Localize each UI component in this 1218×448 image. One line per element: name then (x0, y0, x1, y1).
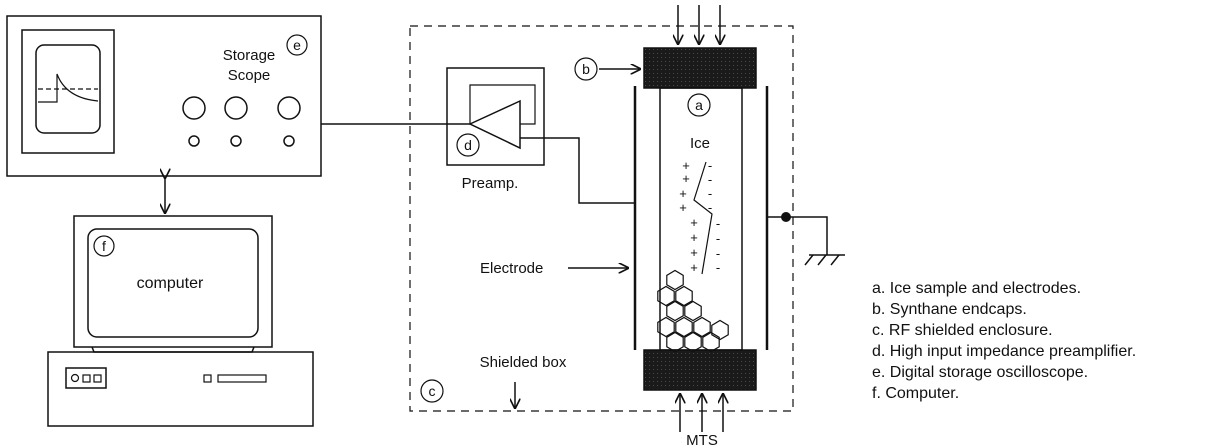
electrode-label: Electrode (480, 260, 543, 277)
scope-knob-1 (182, 96, 206, 120)
ice-grain-10 (684, 331, 702, 353)
ice-sample (659, 87, 743, 351)
computer-led (203, 374, 212, 383)
marker-d: d (464, 137, 472, 153)
scope-knob-2 (224, 96, 248, 120)
storage-scope-label-2: Scope (228, 67, 271, 84)
marker-e: e (293, 37, 301, 53)
feedback-loop (469, 84, 536, 125)
disk-drive-slot (217, 374, 267, 383)
legend-item-f: f. Computer. (872, 385, 960, 402)
charge-plus-5: + (690, 215, 698, 230)
ground-wire (767, 216, 828, 255)
legend-item-c: c. RF shielded enclosure. (872, 322, 1053, 339)
shielded-enclosure (409, 25, 794, 412)
ice-grain-7 (675, 316, 693, 338)
ground-hatch-3 (830, 254, 840, 266)
computer-button-panel (65, 367, 107, 389)
scope-jack-3 (283, 135, 295, 147)
marker-b: b (582, 61, 590, 77)
shielded-box-label: Shielded box (480, 354, 567, 371)
ice-grains (657, 269, 729, 353)
ice-grain-8 (693, 316, 711, 338)
charge-minus-1: - (708, 158, 712, 173)
preamp-box (446, 67, 545, 166)
charge-minus-5: - (716, 216, 720, 231)
computer-label: computer (137, 275, 204, 292)
charge-plus-7: + (690, 245, 698, 260)
endcap-top (643, 47, 757, 89)
computer: f computer (47, 215, 314, 427)
legend-item-d: d. High input impedance preamplifier. (872, 343, 1137, 360)
ice-grain-6 (657, 316, 675, 338)
charge-minus-8: - (716, 260, 720, 275)
scope-trace (38, 73, 99, 103)
charge-minus-2: - (708, 172, 712, 187)
legend-item-b: b. Synthane endcaps. (872, 301, 1027, 318)
marker-c-circle (420, 379, 444, 403)
ice-grain-9 (666, 331, 684, 353)
marker-f-circle (93, 235, 115, 257)
monitor-body (73, 215, 273, 348)
preamp-to-electrode-wire (520, 137, 634, 204)
charge-plus-4: + (679, 200, 687, 215)
charge-minus-4: - (708, 200, 712, 215)
mts-label: MTS (686, 432, 718, 448)
charge-minus-3: - (708, 186, 712, 201)
storage-scope: Storage Scope e (6, 15, 322, 177)
charge-plus-3: + (679, 186, 687, 201)
scope-jack-2 (230, 135, 242, 147)
preamp-label: Preamp. (462, 175, 519, 192)
ice-grain-1 (666, 269, 684, 291)
marker-a-circle (687, 93, 711, 117)
charge-plus-6: + (690, 230, 698, 245)
ground-hatch-2 (817, 254, 827, 266)
marker-d-circle (456, 133, 480, 157)
ice-grain-5 (684, 300, 702, 322)
marker-c: c (429, 383, 436, 399)
marker-e-circle (286, 34, 308, 56)
ice-grain-3 (675, 285, 693, 307)
ice-grain-12 (711, 319, 729, 341)
computer-button-2 (82, 374, 91, 383)
legend: a. Ice sample and electrodes. b. Synthan… (872, 278, 1136, 404)
ice-label: Ice (690, 135, 710, 152)
legend-item-e: e. Digital storage oscilloscope. (872, 364, 1089, 381)
scope-knob-3 (277, 96, 301, 120)
monitor-screen (87, 228, 259, 338)
scope-jack-1 (188, 135, 200, 147)
scope-screen (35, 44, 101, 134)
ice-grain-4 (666, 300, 684, 322)
endcap-bottom (643, 349, 757, 391)
crack-charges: + + + + + + + + - - - - - - - - (679, 158, 720, 275)
charge-plus-2: + (682, 171, 690, 186)
legend-item-a: a. Ice sample and electrodes. (872, 280, 1082, 297)
charge-plus-1: + (682, 158, 690, 173)
storage-scope-label-1: Storage (223, 47, 276, 64)
charge-plus-8: + (690, 260, 698, 275)
marker-b-circle (574, 57, 598, 81)
computer-base-unit (47, 351, 314, 427)
preamp: d Preamp. (446, 67, 545, 192)
computer-button-3 (93, 374, 102, 383)
scope-body (6, 15, 322, 177)
ice-grain-11 (702, 331, 720, 353)
amplifier-symbol (468, 99, 521, 150)
computer-button-1 (70, 373, 80, 383)
charge-minus-6: - (716, 231, 720, 246)
crack-line (693, 161, 713, 275)
ground-hatch-1 (804, 254, 814, 266)
ice-grain-2 (657, 285, 675, 307)
scope-screen-bezel (21, 29, 115, 154)
marker-f: f (102, 238, 106, 254)
marker-a: a (695, 97, 703, 113)
charge-minus-7: - (716, 246, 720, 261)
